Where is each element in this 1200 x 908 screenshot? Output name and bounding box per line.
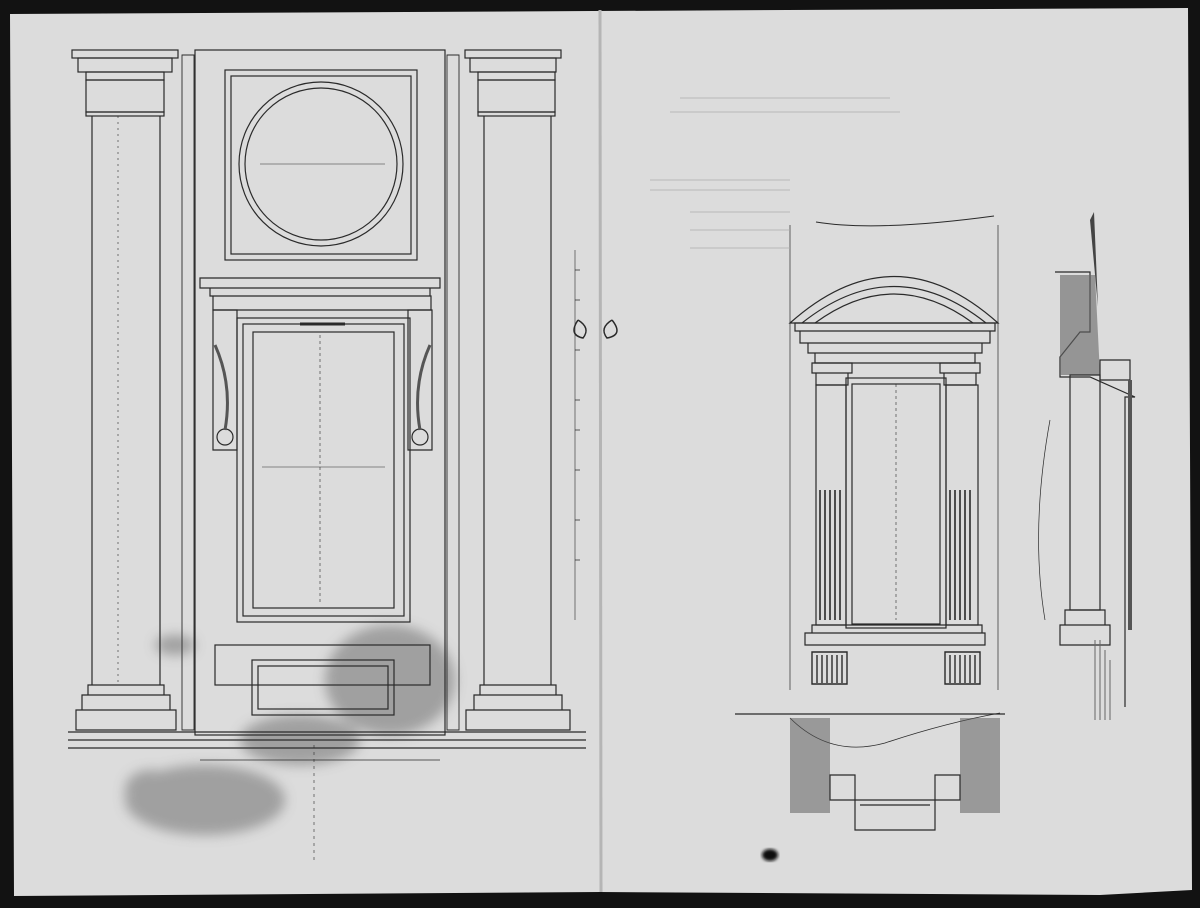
ink-blot bbox=[762, 849, 778, 861]
column-bases bbox=[811, 651, 981, 685]
water-stain bbox=[125, 625, 455, 835]
segmental-pediment bbox=[788, 275, 1000, 324]
dado-panel bbox=[214, 644, 431, 716]
window-profile-section bbox=[1038, 212, 1136, 720]
door-panel bbox=[236, 317, 411, 623]
center-fold bbox=[598, 9, 603, 893]
left-pilaster bbox=[71, 49, 179, 731]
roundel-panel bbox=[224, 69, 418, 261]
window-elevation bbox=[650, 97, 1005, 831]
door-elevation bbox=[68, 49, 618, 860]
right-pilaster bbox=[464, 49, 571, 731]
plan-section bbox=[735, 712, 1005, 831]
